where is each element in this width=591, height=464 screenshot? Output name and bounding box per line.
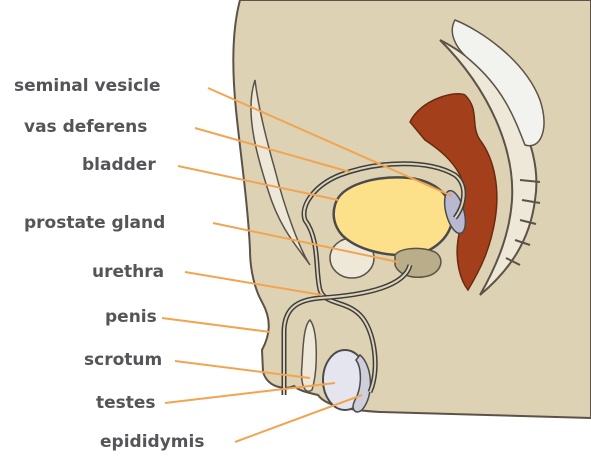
label-epididymis: epididymis: [100, 432, 204, 452]
label-prostate-gland: prostate gland: [24, 213, 165, 233]
label-seminal-vesicle: seminal vesicle: [14, 76, 161, 96]
label-bladder: bladder: [82, 155, 156, 175]
leader-epididymis: [235, 395, 362, 442]
leader-penis: [162, 318, 270, 332]
label-vas-deferens: vas deferens: [24, 117, 147, 137]
label-urethra: urethra: [92, 262, 164, 282]
label-penis: penis: [105, 307, 157, 327]
prostate-gland: [395, 248, 441, 277]
label-scrotum: scrotum: [84, 350, 162, 370]
label-testes: testes: [96, 393, 156, 413]
